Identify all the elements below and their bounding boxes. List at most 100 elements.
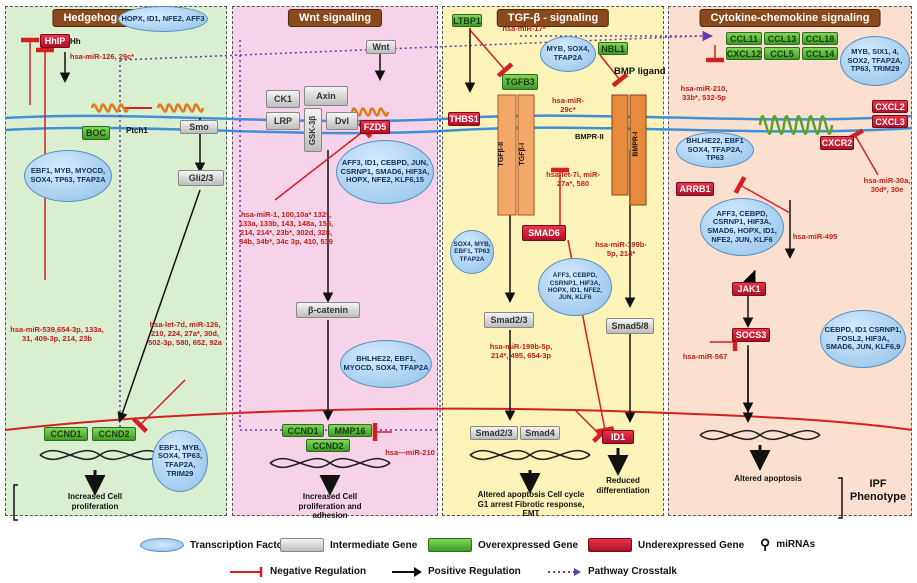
dna-tgfb [469,449,591,461]
legend-tf-label: Transcription Factor [190,539,287,551]
wnt-node: Wnt [366,40,396,54]
hh-outcome: Increased Cell proliferation [67,492,123,511]
legend-neg-label: Negative Regulation [270,566,367,577]
cyto-tf-1: MYB, SIX1, 4, SOX2, TFAP2A, TP63, TRIM29 [840,36,910,86]
ipf-phenotype: IPF Phenotype [849,478,907,504]
fzd5-node: FZD5 [360,120,390,134]
tgfb-mirna-1: hsa-miR-17* [502,24,546,33]
gsk-node: GSK-3β [304,108,322,152]
cyto-mirna-3: hsa-miR-495 [792,232,838,241]
mmp16-node: MMP16 [328,424,372,437]
wnt-ccnd2-node: CCND2 [306,439,350,452]
neg-arrow-icon [230,566,263,577]
legend-over: Overexpressed Gene [428,538,578,552]
cyto-tf-3: AFF3, CEBPD, CSRNP1, HIF3A, SMAD6, HOPX,… [700,198,784,256]
legend-intermediate: Intermediate Gene [280,538,417,552]
ccl18-node: CCL18 [802,32,838,45]
ltbp1-node: LTBP1 [452,14,482,27]
cxcl2-node: CXCL2 [872,100,908,113]
bcatenin-node: β-catenin [296,302,360,318]
gli-node: Gli2/3 [178,170,224,186]
hh-label: Hh [70,37,81,46]
wnt-outcome: Increased Cell proliferation and adhesio… [298,492,362,521]
cyto-tf-2: BHLHE22, EBF1 SOX4, TFAP2A, TP63 [676,132,754,168]
tgfbr2-label: TGFβ-II [498,141,506,167]
legend-under-label: Underexpressed Gene [638,539,745,551]
tgfbr1-receptor [517,94,535,216]
tgfb3-node: TGFB3 [502,74,538,90]
legend-cross: Pathway Crosstalk [548,566,677,577]
wnt-tf-2: BHLHE22, EBF1, MYOCD, SOX4, TFAP2A [340,340,432,388]
legend-intermediate-label: Intermediate Gene [330,539,418,551]
wnt-mirna-2: hsa—miR-210 [385,448,435,457]
bmpr1-label: BMPR-I [632,131,640,157]
ck1-node: CK1 [266,90,300,108]
legend-mirna-label: miRNAs [776,539,816,550]
nbl1-node: NBL1 [598,42,628,55]
legend-mirna: ⚲ miRNAs [760,536,815,553]
ptch1-label: Ptch1 [126,126,148,135]
axin-node: Axin [304,86,348,106]
wnt-ccnd1-node: CCND1 [282,424,324,437]
thbs1-node: THBS1 [448,112,480,126]
ccl5-node: CCL5 [764,47,800,60]
cyto-outcome: Altered apoptosis [734,474,802,483]
hh-ccnd2-node: CCND2 [92,427,136,441]
hh-mirna-3: hsa-let-7d, miR-126, 210, 224, 27a*, 30d… [148,320,222,347]
smad6-node: SMAD6 [522,225,566,241]
cyto-tf-4: CEBPD, ID1 CSRNP1, FOSL2, HIF3A, SMAD6, … [820,310,906,368]
dna-cytokine [699,429,821,441]
dna-wnt [269,457,391,469]
receptor-smo [90,103,205,113]
cxcl12-node: CXCL12 [726,47,762,60]
legend-under-swatch [588,538,632,552]
tgfb-mirna-3: hsa-let-7i, miR-27a*, 580 [546,170,600,188]
panel-title: Wnt signaling [287,9,383,27]
tgfb-mirna-5: hsa-miR-199b-5p, 214*, 495, 654-3p [489,342,553,360]
tgfb-tf-1: MYB, SOX4, TFAP2A [540,36,596,72]
bmpr1-receptor [629,94,647,206]
bmpr2-label: BMPR-II [575,132,604,141]
cross-arrow-icon [548,567,581,576]
legend-tf-swatch [140,538,184,552]
id1-node: ID1 [602,430,634,444]
wnt-mirna-1: hsa-miR-1, 100,10a* 132*, 133a, 133b, 14… [238,210,334,246]
smad4-node: Smad4 [520,426,560,440]
dvl-node: Dvl [326,112,358,130]
bmpr2-receptor [611,94,629,196]
tgfb-tf-3: AFF3, CEBPD, CSRNP1, HIF3A, HOPX, ID1, N… [538,258,612,316]
panel-title: Cytokine-chemokine signaling [699,9,881,27]
nuclear-membrane [4,407,913,431]
bmp-ligand-label: BMP ligand [614,66,666,77]
legend-under: Underexpressed Gene [588,538,744,552]
cytokine-panel: Cytokine-chemokine signaling [668,6,912,516]
cyto-mirna-2: hsa-miR-30a, 30d*, 30e [863,176,911,194]
boc-node: BOC [82,126,110,140]
tgfb-outcome-1: Altered apoptosis Cell cycle G1 arrest F… [477,490,585,519]
receptor-fzd5 [350,107,390,117]
arrb1-node: ARRB1 [676,182,714,196]
gsk-label: GSK-3β [308,115,318,145]
legend-tf: Transcription Factor [140,538,287,552]
legend-over-swatch [428,538,472,552]
hh-mirna-2: hsa-miR-539,654-3p, 133a, 31, 409-3p, 21… [10,325,104,343]
smad23b-node: Smad2/3 [470,426,518,440]
legend-over-label: Overexpressed Gene [478,539,579,551]
cyto-mirna-4: hsa-miR-567 [682,352,728,361]
dna-hedgehog [39,449,161,461]
tgfbr2-receptor [497,94,517,216]
cxcl3-node: CXCL3 [872,115,908,128]
legend-pos-label: Positive Regulation [428,566,521,577]
hhip-node: HhIP [40,34,70,48]
lrp-node: LRP [266,112,300,130]
smo-node: Smo [180,120,218,134]
ccl11-node: CCL11 [726,32,762,45]
panel-title: TGF-β - signaling [496,9,610,27]
hh-tf-left: EBF1, MYB, MYOCD, SOX4, TP63, TFAP2A [24,150,112,202]
receptor-cxcr2 [758,115,834,135]
ccl14-node: CCL14 [802,47,838,60]
smad58-node: Smad5/8 [606,318,654,334]
hh-tf-bottom: EBF1, MYB, SOX4, TP63, TFAP2A, TRIM29 [152,430,208,492]
legend-cross-label: Pathway Crosstalk [588,566,677,577]
